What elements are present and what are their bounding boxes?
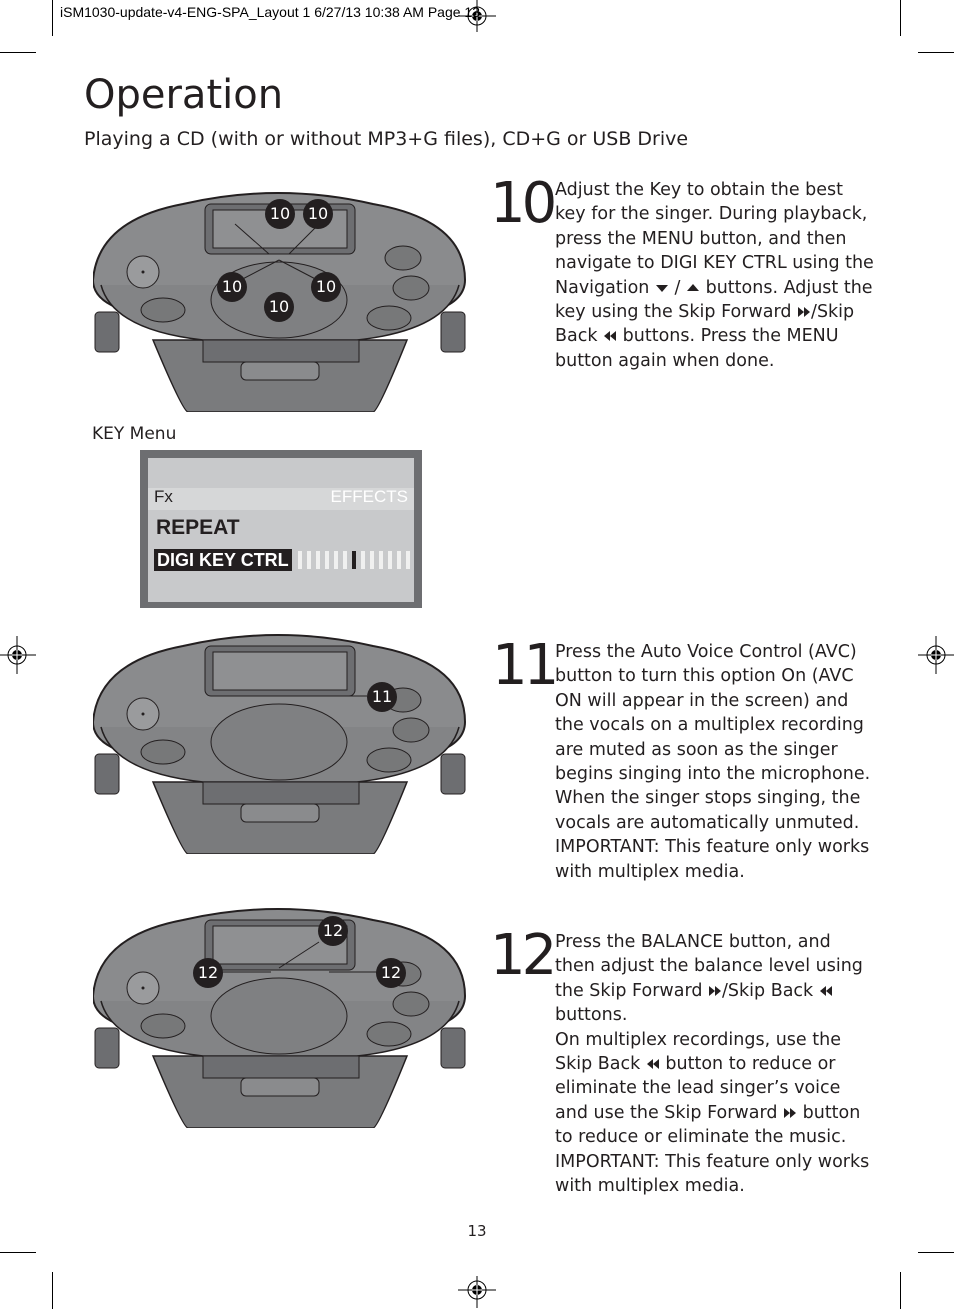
callout-badge: 12 bbox=[193, 958, 223, 988]
callout-badge: 10 bbox=[303, 199, 333, 229]
step-text-part: button to reduce or eliminate the lead s… bbox=[555, 1054, 841, 1123]
crop-mark bbox=[918, 1252, 954, 1253]
karaoke-device-illustration bbox=[93, 908, 467, 1128]
key-level-meter bbox=[298, 551, 410, 569]
callout-badge: 10 bbox=[265, 199, 295, 229]
step-text-part: Adjust the Key to obtain the best key fo… bbox=[555, 180, 874, 298]
skip-forward-icon bbox=[784, 1107, 797, 1118]
step-text-part: Press the Auto Voice Control (AVC) butto… bbox=[555, 642, 871, 833]
step-number: 12 bbox=[490, 923, 557, 988]
key-menu-label: KEY Menu bbox=[92, 424, 177, 444]
registration-mark-icon bbox=[458, 1276, 496, 1308]
skip-back-icon bbox=[646, 1059, 659, 1070]
lcd-fx-label: Fx bbox=[154, 487, 173, 506]
lcd-repeat-item: REPEAT bbox=[156, 516, 240, 539]
skip-back-icon bbox=[819, 985, 832, 996]
step-text-part: Press the BALANCE button, and then adjus… bbox=[555, 932, 863, 1001]
step-text-part: buttons. Adjust the key using the Skip F… bbox=[555, 277, 873, 323]
crop-mark bbox=[900, 0, 901, 36]
skip-back-icon bbox=[604, 331, 617, 342]
nav-down-icon bbox=[655, 284, 668, 292]
step-number: 10 bbox=[490, 171, 557, 236]
callout-badge: 10 bbox=[264, 292, 294, 322]
step-text: Press the Auto Voice Control (AVC) butto… bbox=[555, 640, 875, 884]
page-subtitle: Playing a CD (with or without MP3+G file… bbox=[84, 128, 689, 150]
crop-mark bbox=[900, 1272, 901, 1309]
crop-mark bbox=[52, 0, 53, 36]
crop-mark bbox=[52, 1272, 53, 1309]
step-text-part: On multiplex recordings, use the Skip Ba… bbox=[555, 1029, 841, 1075]
lcd-screen: Fx EFFECTS REPEAT DIGI KEY CTRL bbox=[148, 458, 414, 602]
callout-badge: 10 bbox=[311, 272, 341, 302]
skip-forward-icon bbox=[709, 985, 722, 996]
registration-mark-icon bbox=[918, 636, 954, 674]
nav-up-icon bbox=[687, 283, 700, 291]
registration-mark-icon bbox=[458, 0, 496, 32]
important-note: IMPORTANT: This feature only works with … bbox=[555, 835, 875, 884]
crop-mark bbox=[918, 52, 954, 53]
registration-mark-icon bbox=[0, 636, 36, 674]
step-text-part: /Skip Back bbox=[555, 302, 855, 347]
lcd-header-bar bbox=[148, 488, 414, 510]
page-title: Operation bbox=[84, 72, 284, 118]
important-text: This feature only works with multiplex m… bbox=[555, 837, 870, 882]
step-text-part: button to reduce or eliminate the music. bbox=[555, 1102, 861, 1148]
page-number: 13 bbox=[467, 1222, 487, 1240]
skip-forward-icon bbox=[798, 307, 811, 318]
callout-badge: 12 bbox=[376, 958, 406, 988]
step-text-part: /Skip Back bbox=[722, 980, 814, 1001]
step-text-part: / bbox=[674, 277, 681, 298]
step-paragraph: Press the BALANCE button, and then adjus… bbox=[555, 930, 875, 1028]
key-menu-lcd: Fx EFFECTS REPEAT DIGI KEY CTRL bbox=[140, 450, 422, 608]
step-number: 11 bbox=[492, 633, 559, 698]
important-text: This feature only works with multiplex m… bbox=[555, 1151, 870, 1197]
step-text: Adjust the Key to obtain the best key fo… bbox=[555, 178, 875, 373]
callout-badge: 12 bbox=[318, 916, 348, 946]
print-slug: iSM1030-update-v4-ENG-SPA_Layout 1 6/27/… bbox=[60, 4, 481, 20]
crop-mark bbox=[0, 1252, 36, 1253]
important-label: IMPORTANT: bbox=[555, 1151, 660, 1172]
step-text-part: buttons. bbox=[555, 1005, 628, 1026]
step-text-part: buttons. Press the MENU button again whe… bbox=[555, 326, 839, 371]
important-label: IMPORTANT: bbox=[555, 837, 660, 858]
lcd-digi-key-item: DIGI KEY CTRL bbox=[154, 549, 292, 571]
callout-badge: 11 bbox=[367, 682, 397, 712]
callout-badge: 10 bbox=[217, 272, 247, 302]
important-note: IMPORTANT: This feature only works with … bbox=[555, 1150, 875, 1199]
crop-mark bbox=[0, 52, 36, 53]
step-text: Press the BALANCE button, and then adjus… bbox=[555, 930, 875, 1198]
karaoke-device-illustration bbox=[93, 634, 467, 854]
step-paragraph: On multiplex recordings, use the Skip Ba… bbox=[555, 1028, 875, 1150]
lcd-effects-label: EFFECTS bbox=[330, 487, 408, 506]
